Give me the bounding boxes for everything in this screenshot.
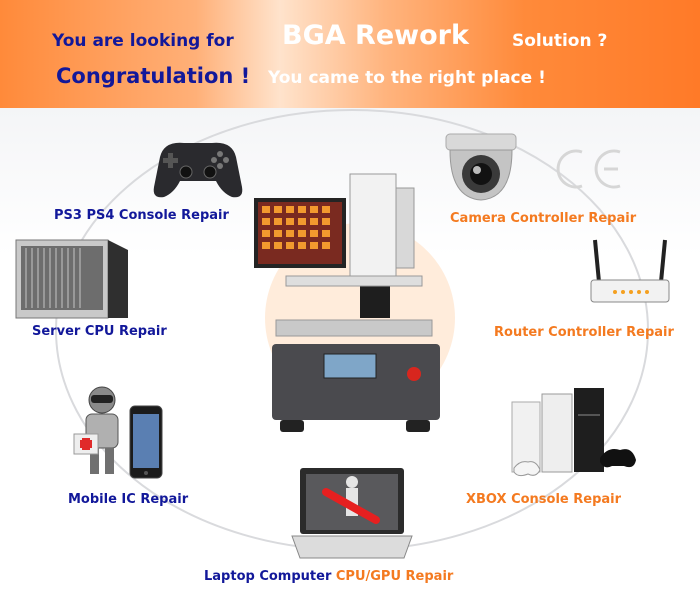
label-laptop-prefix: Laptop Computer: [204, 569, 332, 584]
label-laptop-suffix: CPU/GPU Repair: [335, 569, 454, 584]
label-ps3-ps4-repair: PS3 PS4 Console Repair: [54, 208, 229, 223]
label-router-repair: Router Controller Repair: [494, 325, 674, 340]
smartphone-icon: [129, 405, 163, 479]
banner-line2-prefix: Congratulation !: [56, 64, 251, 88]
header-banner: You are looking for BGA Rework Solution …: [0, 0, 700, 108]
robot-mascot-icon: [73, 386, 119, 474]
server-rack-icon: [15, 239, 128, 319]
label-laptop-repair: Laptop Computer CPU/GPU Repair: [204, 569, 453, 584]
bga-rework-station-icon: [254, 173, 455, 432]
label-camera-repair: Camera Controller Repair: [450, 211, 637, 226]
security-camera-icon: [445, 133, 517, 201]
gamepad-icon: [153, 142, 243, 198]
xbox-console-icon: [511, 388, 636, 477]
label-mobile-repair: Mobile IC Repair: [68, 492, 189, 507]
banner-line1-prefix: You are looking for: [52, 31, 234, 51]
laptop-icon: [291, 468, 413, 559]
banner-line1-suffix: Solution ?: [512, 31, 608, 51]
label-server-repair: Server CPU Repair: [32, 324, 167, 339]
wifi-router-icon: [590, 239, 670, 303]
banner-highlight: BGA Rework: [282, 20, 469, 51]
banner-line2-suffix: You came to the right place !: [268, 68, 546, 88]
label-xbox-repair: XBOX Console Repair: [466, 492, 622, 507]
ce-mark-icon: [556, 149, 621, 189]
